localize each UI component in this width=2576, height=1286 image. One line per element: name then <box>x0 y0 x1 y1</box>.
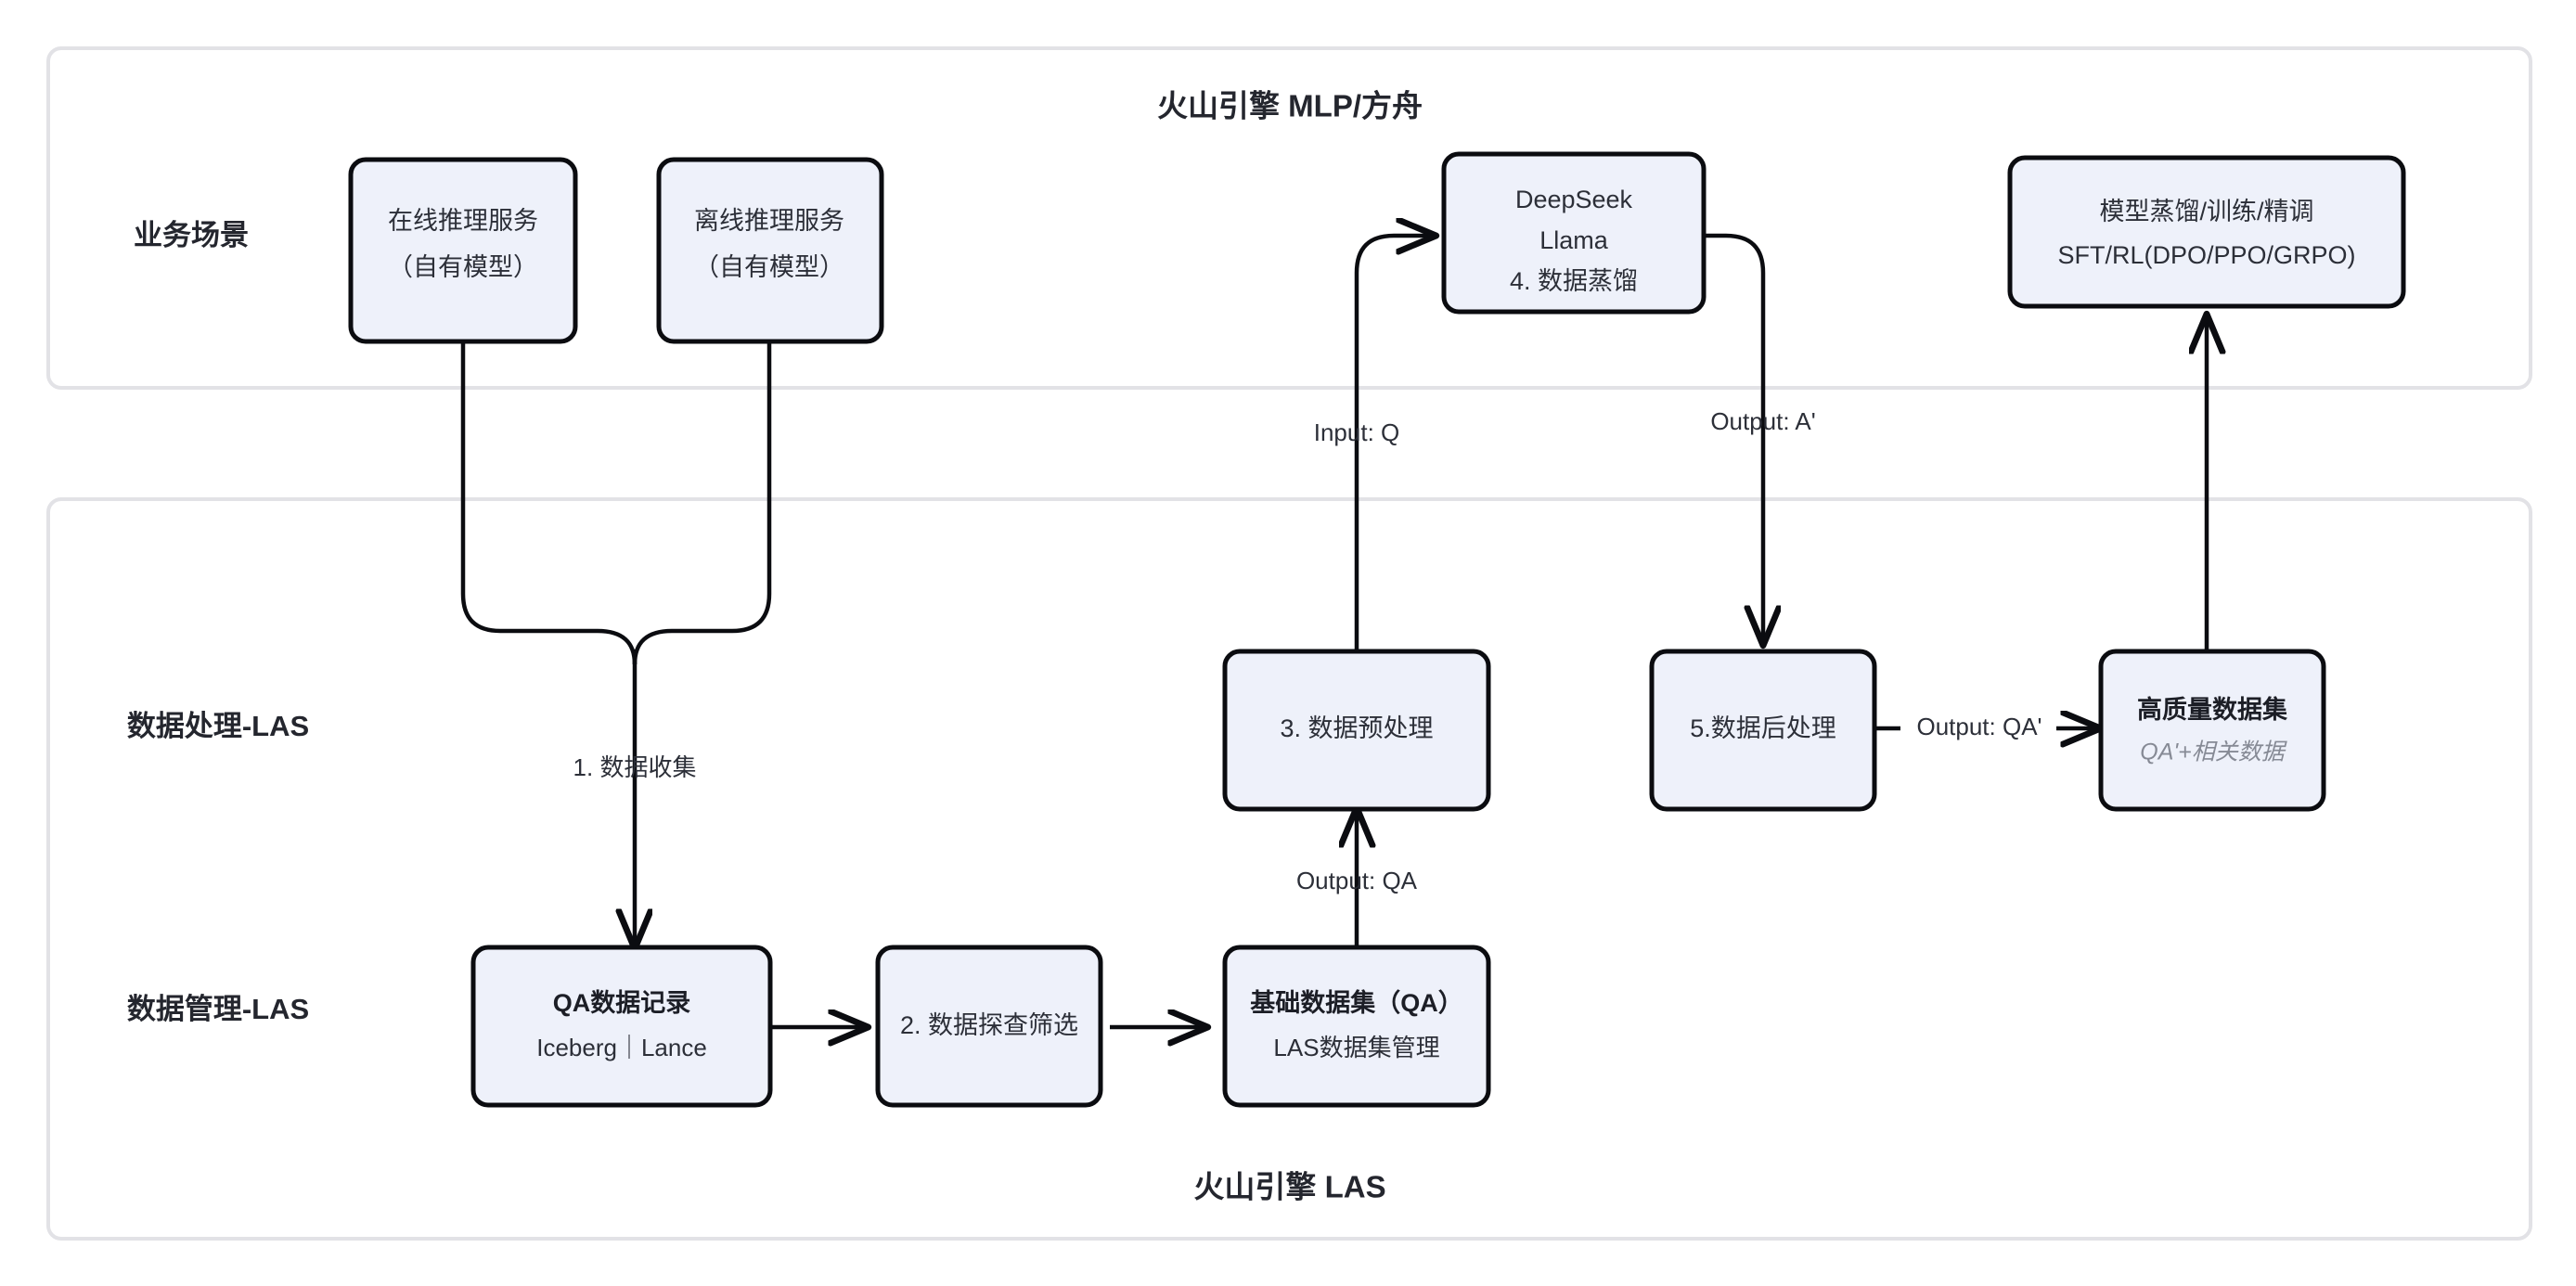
node-model-training-box[interactable] <box>2007 155 2406 309</box>
edge-label-collect: 1. 数据收集 <box>573 753 697 781</box>
node-model-training[interactable]: 模型蒸馏/训练/精调 SFT/RL(DPO/PPO/GRPO) <box>2007 155 2406 309</box>
node-offline-inference-box[interactable] <box>656 157 884 344</box>
node-deepseek-llama-line-1: DeepSeek <box>1515 186 1633 213</box>
node-data-preprocess-line-1: 3. 数据预处理 <box>1280 714 1433 742</box>
edge-label-input-q: Input: Q <box>1314 418 1400 446</box>
node-deepseek-llama-line-3: 4. 数据蒸馏 <box>1510 267 1638 295</box>
connector-offline-to-collect <box>632 341 772 665</box>
connector-preprocess-to-deepseek <box>1354 236 1435 651</box>
edge-label-output-a-prime: Output: A' <box>1710 407 1815 435</box>
node-data-explore-filter-line-1: 2. 数据探查筛选 <box>900 1011 1078 1039</box>
node-base-dataset[interactable]: 基础数据集（QA） LAS数据集管理 <box>1222 945 1491 1108</box>
node-data-postprocess-line-1: 5.数据后处理 <box>1690 714 1836 742</box>
node-deepseek-llama[interactable]: DeepSeek Llama 4. 数据蒸馏 <box>1441 151 1707 315</box>
row-label-data-processing: 数据处理-LAS <box>127 710 309 742</box>
node-data-explore-filter-box[interactable] <box>875 945 1103 1108</box>
node-high-quality-dataset[interactable]: 高质量数据集 QA'+相关数据 <box>2098 649 2326 812</box>
node-high-quality-dataset-box[interactable] <box>2098 649 2326 812</box>
node-qa-records[interactable]: QA数据记录 Iceberg｜Lance <box>470 945 773 1108</box>
connector-online-to-collect <box>460 341 638 665</box>
node-base-dataset-line-1: 基础数据集（QA） <box>1250 988 1463 1017</box>
edge-label-output-qa: Output: QA <box>1296 867 1418 894</box>
node-qa-records-line-1: QA数据记录 <box>553 989 691 1017</box>
node-online-inference-line-1: 在线推理服务 <box>388 207 538 235</box>
node-high-quality-dataset-line-1: 高质量数据集 <box>2137 695 2288 724</box>
node-deepseek-llama-box[interactable] <box>1441 151 1707 315</box>
node-offline-inference-line-1: 离线推理服务 <box>694 207 844 235</box>
node-deepseek-llama-line-2: Llama <box>1539 226 1609 254</box>
node-model-training-line-2: SFT/RL(DPO/PPO/GRPO) <box>2057 241 2355 269</box>
node-model-training-line-1: 模型蒸馏/训练/精调 <box>2099 198 2313 225</box>
node-online-inference-line-2: （自有模型） <box>388 253 538 281</box>
node-data-preprocess[interactable]: 3. 数据预处理 <box>1222 649 1491 812</box>
node-qa-records-box[interactable] <box>470 945 773 1108</box>
node-offline-inference-line-2: （自有模型） <box>694 253 844 281</box>
edge-label-output-qa-prime: Output: QA' <box>1916 713 2041 740</box>
connector-deepseek-to-postprocess <box>1704 233 1763 644</box>
node-data-preprocess-box[interactable] <box>1222 649 1491 812</box>
row-label-data-management: 数据管理-LAS <box>127 993 309 1025</box>
node-high-quality-dataset-line-2: QA'+相关数据 <box>2140 739 2287 765</box>
swimlane-las-title: 火山引擎 LAS <box>1193 1170 1385 1204</box>
node-qa-records-line-2: Iceberg｜Lance <box>536 1034 707 1061</box>
node-data-postprocess[interactable]: 5.数据后处理 <box>1649 649 1877 812</box>
row-label-business: 业务场景 <box>134 219 249 251</box>
node-base-dataset-line-2: LAS数据集管理 <box>1273 1034 1439 1061</box>
node-data-postprocess-box[interactable] <box>1649 649 1877 812</box>
node-online-inference[interactable]: 在线推理服务 （自有模型） <box>348 157 578 344</box>
swimlane-mlp-title: 火山引擎 MLP/方舟 <box>1157 89 1423 123</box>
node-data-explore-filter[interactable]: 2. 数据探查筛选 <box>875 945 1103 1108</box>
node-base-dataset-box[interactable] <box>1222 945 1491 1108</box>
node-offline-inference[interactable]: 离线推理服务 （自有模型） <box>656 157 884 344</box>
node-online-inference-box[interactable] <box>348 157 578 344</box>
swimlane-las <box>46 497 2532 1241</box>
